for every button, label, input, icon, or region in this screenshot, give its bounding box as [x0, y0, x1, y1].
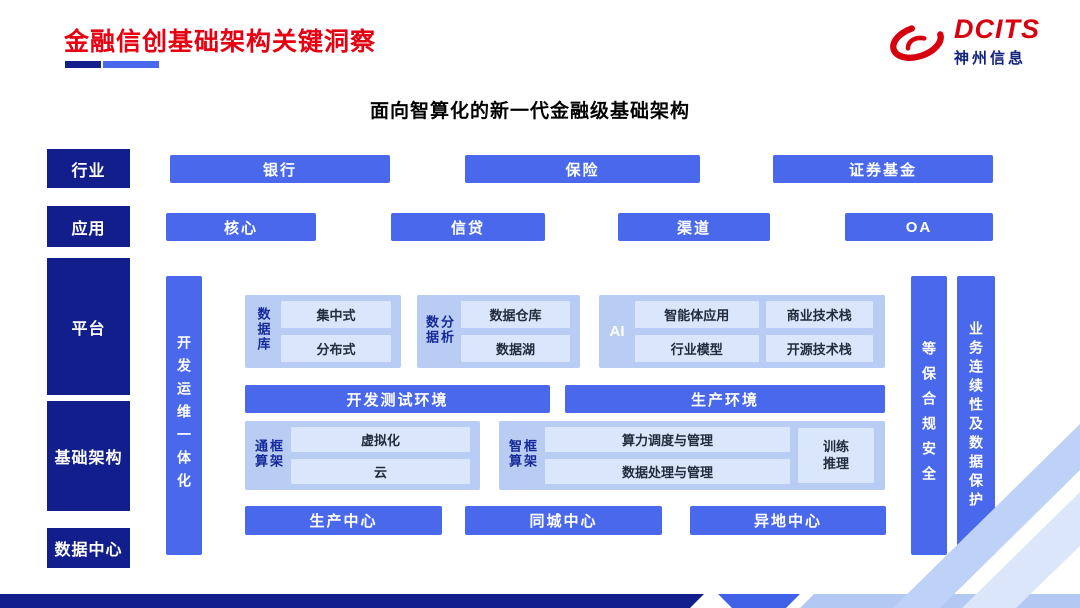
analytics-item-warehouse: 数据仓库: [461, 301, 570, 328]
app-oa: OA: [845, 213, 993, 241]
ai-group: AI 智能体应用 商业技术栈 行业模型 开源技术栈: [599, 295, 885, 368]
business-continuity-text: 业务连续性及数据保护: [968, 320, 984, 511]
ai-group-label: AI: [609, 323, 625, 340]
devops-bar: 开发运维一体化: [166, 276, 202, 555]
row-label-datacenter: 数据中心: [47, 528, 130, 568]
intelligent-framework-items: 算力调度与管理 数据处理与管理: [545, 421, 798, 490]
general-framework-label: 通算框架: [245, 421, 291, 490]
diagram-title: 面向智算化的新一代金融级基础架构: [369, 101, 690, 122]
training-inference-text: 训练推理: [822, 438, 849, 471]
center-remote: 异地中心: [690, 506, 886, 535]
ai-item-industry-models: 行业模型: [635, 335, 759, 362]
ai-item-opensource-stack: 开源技术栈: [765, 335, 873, 362]
security-compliance-text: 等保合规安全: [921, 340, 937, 491]
ai-group-items: 智能体应用 商业技术栈 行业模型 开源技术栈: [635, 295, 885, 368]
database-group: 数据库 集中式 分布式: [245, 295, 401, 368]
general-framework-items: 虚拟化 云: [291, 421, 480, 490]
ai-item-commercial-stack: 商业技术栈: [765, 301, 873, 328]
env-production: 生产环境: [565, 385, 885, 413]
general-framework-group: 通算框架 虚拟化 云: [245, 421, 480, 490]
general-framework-label-text: 通算框架: [253, 438, 283, 469]
ai-item-agent-apps: 智能体应用: [635, 301, 759, 328]
intelligent-framework-group: 智算框架 算力调度与管理 数据处理与管理 训练推理: [499, 421, 885, 490]
center-same-city: 同城中心: [465, 506, 662, 535]
intelligent-item-training-inference: 训练推理: [798, 428, 874, 483]
security-compliance-bar: 等保合规安全: [911, 276, 947, 555]
env-dev-test: 开发测试环境: [245, 385, 550, 413]
logo-text-block: DCITS 神州信息: [954, 16, 1040, 68]
database-item-centralized: 集中式: [281, 301, 391, 328]
analytics-group-label-text: 数据分析: [424, 314, 454, 345]
intelligent-framework-label: 智算框架: [499, 421, 545, 490]
devops-bar-text: 开发运维一体化: [176, 335, 192, 496]
database-item-distributed: 分布式: [281, 335, 391, 362]
row-label-industry: 行业: [47, 149, 130, 188]
intelligent-framework-label-text: 智算框架: [507, 438, 537, 469]
analytics-item-lake: 数据湖: [461, 335, 570, 362]
app-credit: 信贷: [391, 213, 545, 241]
business-continuity-bar: 业务连续性及数据保护: [957, 276, 995, 555]
row-label-infrastructure: 基础架构: [47, 401, 130, 511]
intelligent-item-compute-scheduling: 算力调度与管理: [545, 427, 790, 452]
database-group-label: 数据库: [245, 295, 281, 368]
analytics-group-items: 数据仓库 数据湖: [461, 295, 580, 368]
analytics-group: 数据分析 数据仓库 数据湖: [417, 295, 580, 368]
page-title: 金融信创基础架构关键洞察: [64, 28, 377, 56]
center-production: 生产中心: [245, 506, 442, 535]
general-item-cloud: 云: [291, 459, 470, 484]
industry-insurance: 保险: [465, 155, 700, 183]
database-group-label-text: 数据库: [255, 306, 271, 352]
app-channel: 渠道: [618, 213, 770, 241]
row-label-platform: 平台: [47, 258, 130, 395]
dcits-swoosh-icon: [890, 23, 944, 61]
general-item-virtualization: 虚拟化: [291, 427, 470, 452]
title-underline-blue: [103, 61, 159, 68]
dcits-logo: DCITS 神州信息: [888, 16, 1058, 68]
row-label-application: 应用: [47, 206, 130, 247]
analytics-group-label: 数据分析: [417, 295, 461, 368]
title-underline: [65, 61, 159, 68]
industry-bank: 银行: [170, 155, 390, 183]
logo-company: 神州信息: [954, 50, 1027, 67]
industry-securities: 证券基金: [773, 155, 993, 183]
logo-brand: DCITS: [954, 14, 1040, 44]
app-core: 核心: [166, 213, 316, 241]
database-group-items: 集中式 分布式: [281, 295, 401, 368]
intelligent-item-data-processing: 数据处理与管理: [545, 459, 790, 484]
title-underline-navy: [65, 61, 101, 68]
